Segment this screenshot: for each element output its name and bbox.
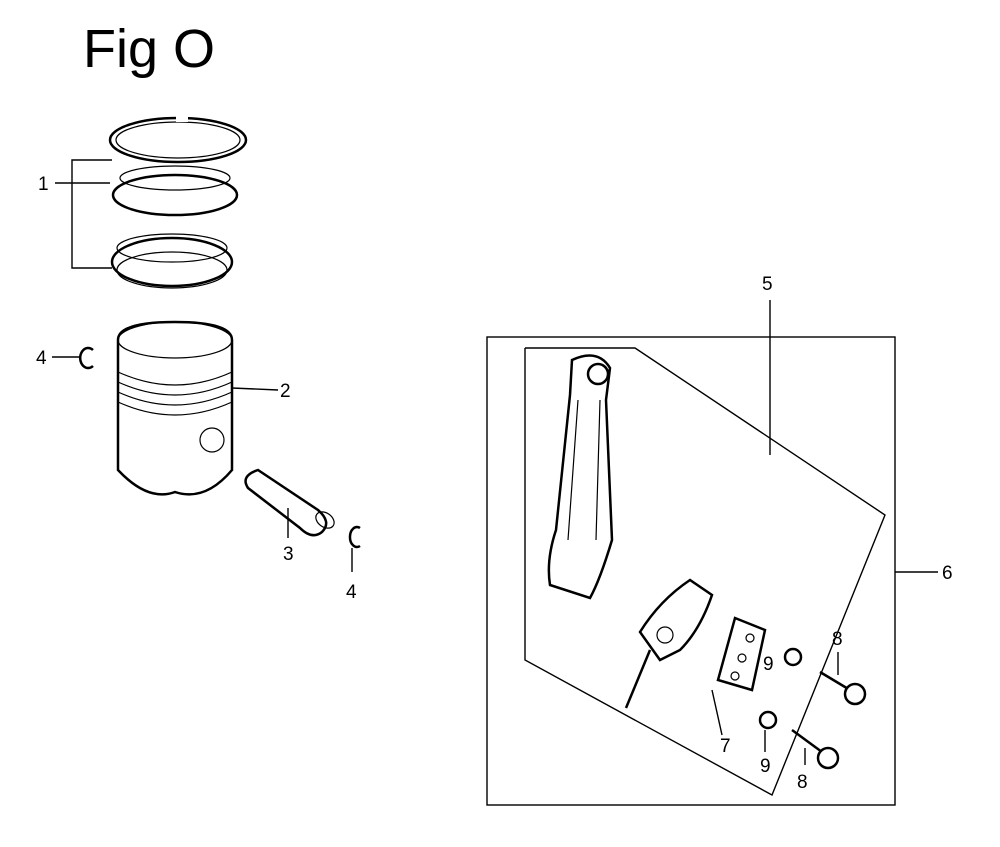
- piston-pin: [244, 468, 335, 537]
- callout-8-lower: 8: [797, 772, 808, 793]
- callout-9-upper: 9: [763, 654, 774, 675]
- callout-9-lower: 9: [760, 756, 771, 777]
- callout-4-right: 4: [346, 582, 357, 603]
- callout-8-upper: 8: [832, 629, 843, 650]
- rod-cap: [624, 578, 714, 709]
- bolt-upper: [819, 670, 867, 706]
- connecting-rod: [547, 354, 614, 600]
- figure-title: Fig O: [83, 19, 216, 79]
- washer-lower: [758, 710, 778, 730]
- callout-6: 6: [942, 563, 953, 584]
- callout-1: 1: [38, 174, 49, 195]
- callout-5: 5: [762, 274, 773, 295]
- callout-2: 2: [280, 381, 291, 402]
- callout-line-1: [71, 159, 112, 269]
- callout-7: 7: [720, 736, 731, 757]
- washer-upper: [783, 647, 803, 667]
- piston-rings: [108, 110, 248, 289]
- callout-4-left: 4: [36, 348, 47, 369]
- clip-right: [348, 525, 361, 549]
- bolt-lower: [791, 728, 840, 770]
- rod-group-outline: [524, 347, 886, 796]
- assembly-box: [486, 336, 896, 806]
- callout-3: 3: [283, 544, 294, 565]
- piston: [116, 320, 234, 496]
- clip-left: [79, 346, 94, 370]
